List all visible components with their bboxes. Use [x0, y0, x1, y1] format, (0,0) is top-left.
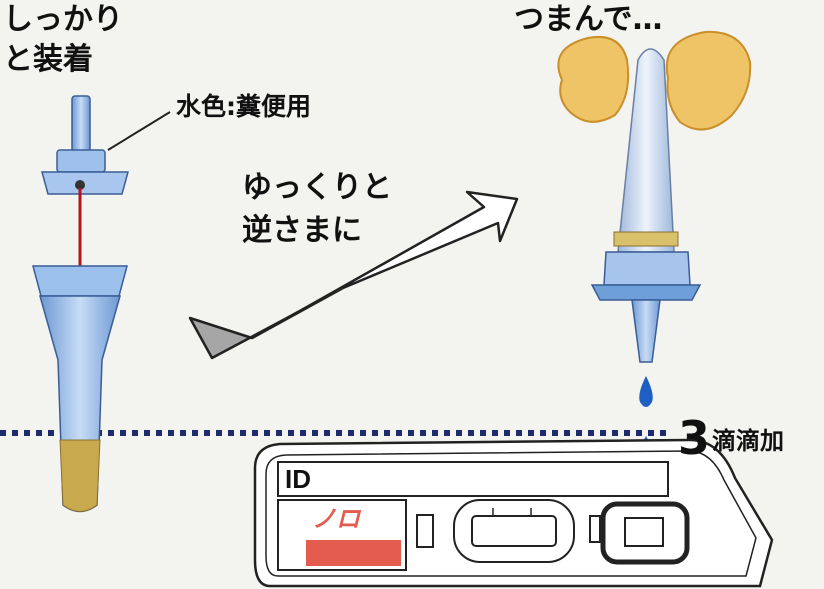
result-window [471, 515, 557, 547]
brand-label: ノロ [312, 505, 360, 533]
invert-label-line2: 逆さまに [242, 213, 362, 248]
drops-number: 3 [678, 411, 711, 465]
id-label: ID [285, 464, 311, 494]
sample-tube [32, 265, 128, 513]
brand-red-bar [306, 540, 401, 566]
pinch-label: つまんで… [514, 2, 663, 37]
cap-color-leader [107, 111, 171, 151]
inverted-bottle [590, 48, 702, 363]
id-field [277, 461, 669, 497]
small-slot [589, 515, 601, 543]
pinching-fingers [557, 30, 752, 131]
attach-label-line1: しっかり [3, 2, 123, 37]
attach-label-line2: と装着 [3, 42, 93, 77]
sample-well-inner [624, 517, 664, 547]
invert-label-line1: ゆっくりと [242, 170, 392, 205]
cap-color-label: 水色:糞便用 [176, 92, 311, 121]
nozzle-cap [41, 95, 129, 195]
control-window [416, 514, 434, 548]
invert-arrow [188, 190, 519, 360]
drops-text: 滴滴加 [712, 427, 784, 455]
test-cassette [253, 438, 774, 588]
